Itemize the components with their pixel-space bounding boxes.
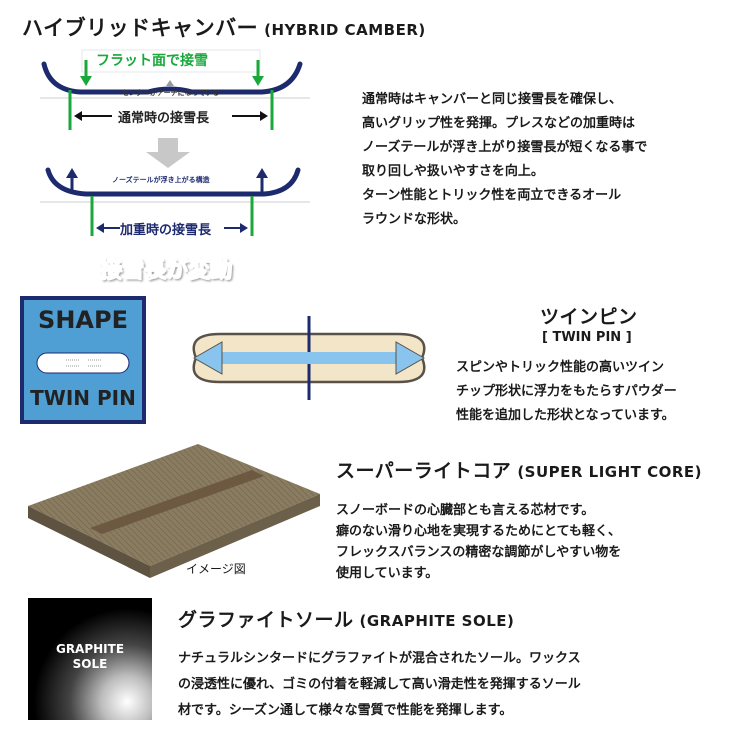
shape-badge-sub: TWIN PIN — [30, 386, 136, 410]
hybrid-desc-line: ノーズテールが浮き上がり接雪長が短くなる事で — [362, 140, 648, 155]
sole-desc-line: 材です。シーズン通して様々な雪質で性能を発揮します。 — [178, 703, 513, 718]
core-front-face — [28, 506, 150, 578]
graphite-sole-badge: GRAPHITE SOLE — [28, 598, 152, 720]
graphite-badge-label-1: GRAPHITE — [55, 642, 125, 656]
loaded-contact-label: 加重時の接雪長 — [120, 223, 212, 238]
hybrid-camber-title-en: (HYBRID CAMBER) — [264, 21, 426, 39]
flat-label-box — [81, 49, 261, 73]
graphite-badge-label-2: SOLE — [72, 657, 108, 671]
hybrid-description: 通常時はキャンバーと同じ接雪長を確保し、 高いグリップ性を発揮。プレスなどの加重… — [362, 88, 647, 232]
core-description: スノーボードの心臓部とも言える芯材です。 癖のない滑り心地を実現するためにとても… — [336, 500, 621, 584]
sole-title: グラファイトソール — [178, 609, 354, 631]
core-desc-line: 使用しています。 — [336, 566, 439, 581]
hybrid-camber-graphic — [40, 49, 310, 238]
shape-desc-line: チップ形状に浮力をもたらすパウダー — [456, 384, 677, 399]
arrow-left-icon-2 — [96, 223, 104, 233]
arrow-right-icon — [260, 111, 268, 121]
sole-desc-line: の浸透性に優れ、ゴミの付着を軽減して高い滑走性を発揮するソール — [178, 677, 581, 692]
nose-tail-note: ノーズテールが浮き上がる構造 — [112, 176, 210, 184]
flat-contact-label: フラット面で接雪 — [96, 53, 208, 69]
core-heading: スーパーライトコア (SUPER LIGHT CORE) — [336, 456, 702, 483]
core-title-en: (SUPER LIGHT CORE) — [517, 463, 703, 481]
board-normal — [41, 61, 303, 95]
shape-desc-line: 性能を追加した形状となっています。 — [456, 408, 675, 423]
twin-pin-diagram — [192, 316, 426, 400]
hybrid-desc-line: ラウンドな形状。 — [362, 212, 467, 227]
core-illustration — [28, 444, 320, 578]
symmetry-arrow-right-icon — [395, 341, 426, 375]
normal-contact-label: 通常時の接雪長 — [118, 111, 210, 126]
sole-description: ナチュラルシンタードにグラファイトが混合されたソール。ワックス の浸透性に優れ、… — [178, 646, 581, 724]
shape-title-en: [ TWIN PIN ] — [542, 330, 632, 345]
arrow-right-icon-2 — [240, 223, 248, 233]
core-side-face — [150, 494, 320, 578]
transition-arrow-shaft — [158, 138, 178, 152]
sole-desc-line: ナチュラルシンタードにグラファイトが混合されたソール。ワックス — [178, 651, 581, 666]
center-arch-note: センターがアーチになっている — [122, 89, 220, 97]
symmetry-arrow-left-icon — [192, 341, 223, 375]
hybrid-camber-heading: ハイブリッドキャンバー (HYBRID CAMBER) — [22, 12, 426, 42]
navy-arrow-up-icon-left — [66, 168, 78, 178]
core-image-caption: イメージ図 — [186, 562, 246, 576]
shape-title: ツインピン — [540, 306, 638, 328]
normal-length-bg — [112, 106, 232, 126]
hybrid-camber-title: ハイブリッドキャンバー — [22, 16, 259, 40]
green-arrow-down-icon-left — [80, 76, 92, 86]
navy-arrow-up-icon-right — [256, 168, 268, 178]
twin-pin-board-icon — [36, 352, 130, 374]
core-desc-line: 癖のない滑り心地を実現するためにとても軽く、 — [336, 524, 621, 539]
arrow-left-icon — [74, 111, 82, 121]
shape-badge-title: SHAPE — [38, 306, 128, 334]
core-center-strip — [90, 470, 264, 534]
loaded-length-bg — [120, 218, 224, 238]
hybrid-desc-line: 取り回しや扱いやすさを向上。 — [362, 164, 544, 179]
board-loaded — [45, 167, 301, 197]
green-arrow-down-icon-right — [252, 76, 264, 86]
sole-title-en: (GRAPHITE SOLE) — [359, 612, 515, 630]
hybrid-desc-line: 高いグリップ性を発揮。プレスなどの加重時は — [362, 116, 636, 131]
variable-contact-text: 接雪長が変動 — [99, 258, 233, 284]
hybrid-desc-line: ターン性能とトリック性を両立できるオール — [362, 188, 622, 203]
core-desc-line: スノーボードの心臓部とも言える芯材です。 — [336, 503, 595, 518]
core-desc-line: フレックスバランスの精密な調節がしやすい物を — [336, 545, 622, 560]
shape-desc-line: スピンやトリック性能の高いツイン — [456, 360, 665, 375]
sole-heading: グラファイトソール (GRAPHITE SOLE) — [178, 605, 514, 632]
transition-arrow-icon — [146, 152, 190, 168]
hybrid-camber-diagram: フラット面で接雪 センターがアーチになっている 通常時の接雪長 ノーズテールが浮… — [40, 42, 310, 284]
shape-description: スピンやトリック性能の高いツイン チップ形状に浮力をもたらすパウダー 性能を追加… — [456, 356, 677, 428]
shape-badge: SHAPE TWIN PIN — [20, 296, 146, 424]
core-title: スーパーライトコア — [336, 460, 512, 482]
center-arch-arrow-icon — [166, 80, 174, 86]
hybrid-desc-line: 通常時はキャンバーと同じ接雪長を確保し、 — [362, 92, 623, 107]
